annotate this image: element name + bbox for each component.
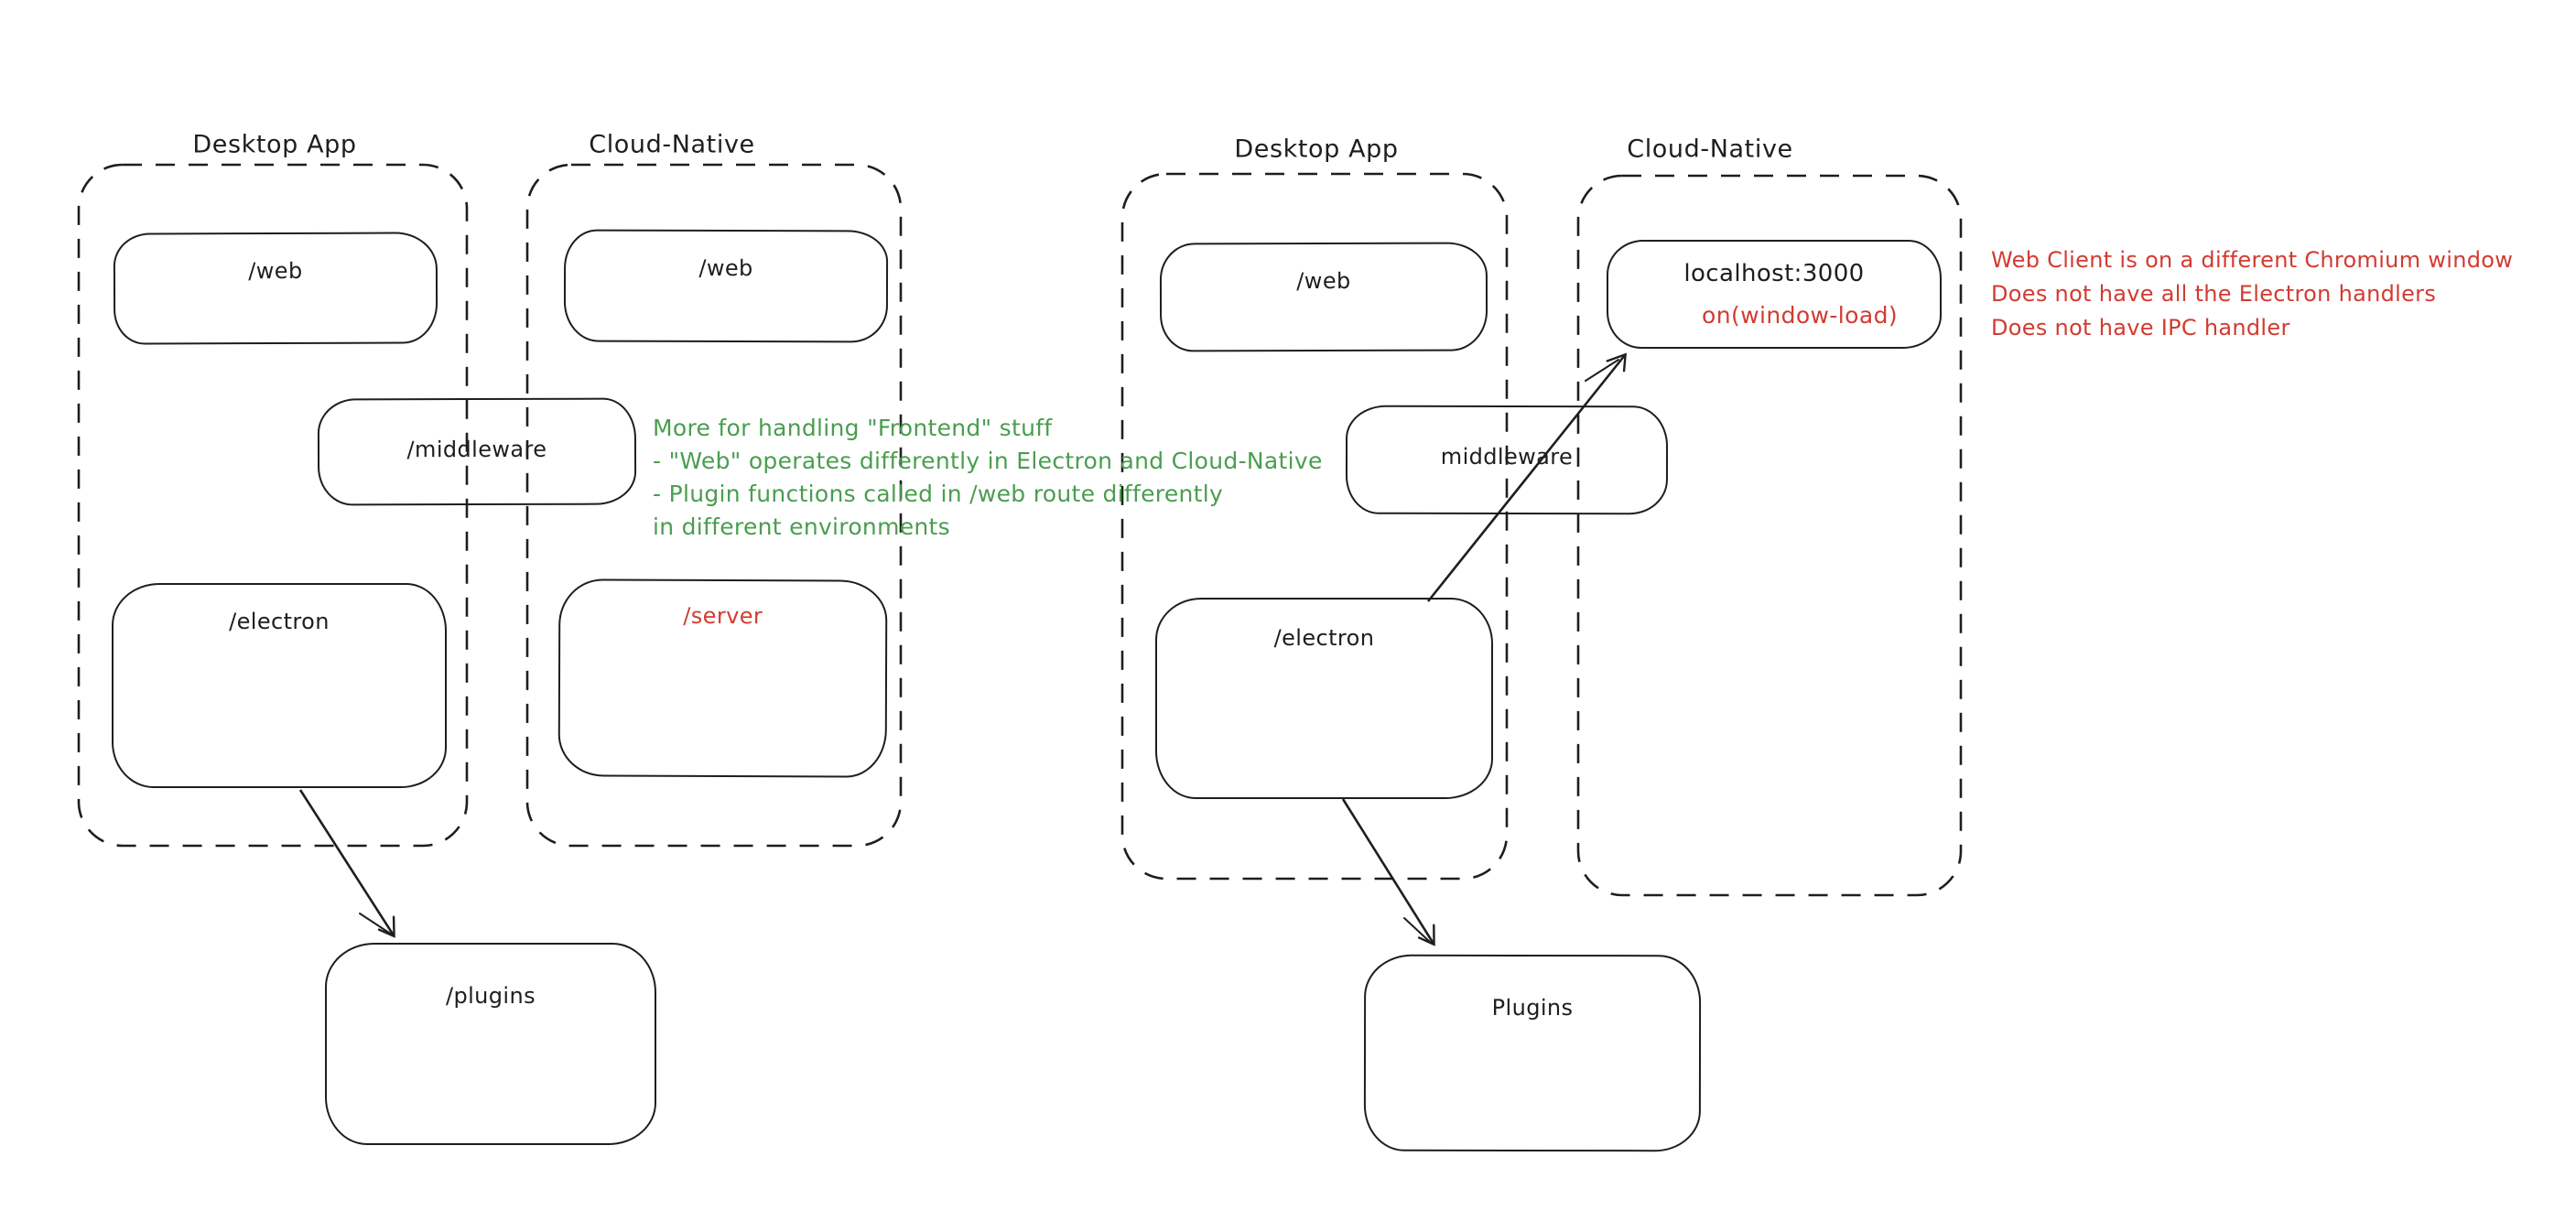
left-server-label: /server — [683, 602, 763, 630]
left-plugins-box: /plugins — [325, 943, 656, 1145]
right-desktop-web-label: /web — [1296, 267, 1351, 295]
right-electron-label: /electron — [1273, 625, 1375, 651]
left-cloud-native-container — [525, 163, 903, 848]
left-cloud-native-title: Cloud-Native — [589, 130, 755, 159]
green-note-line-3: - Plugin functions called in /web route … — [653, 481, 1224, 507]
red-note-line-3: Does not have IPC handler — [1991, 315, 2290, 340]
red-note-line-2: Does not have all the Electron handlers — [1991, 281, 2437, 307]
green-note-line-4: in different environments — [653, 513, 950, 540]
red-note: Web Client is on a different Chromium wi… — [1991, 243, 2513, 345]
right-window-load-label: on(window-load) — [1702, 302, 1898, 329]
green-note: More for handling "Frontend" stuff - "We… — [653, 412, 1323, 544]
left-electron-label: /electron — [229, 609, 330, 634]
left-desktop-app-title: Desktop App — [192, 130, 357, 159]
right-plugins-box: Plugins — [1363, 954, 1702, 1152]
green-note-line-1: More for handling "Frontend" stuff — [653, 415, 1053, 441]
right-electron-box: /electron — [1155, 598, 1493, 799]
left-cloud-web-box: /web — [563, 229, 889, 343]
left-middleware-box: /middleware — [317, 397, 637, 506]
right-desktop-web-box: /web — [1159, 242, 1488, 352]
left-electron-box: /electron — [112, 583, 447, 788]
right-desktop-app-title: Desktop App — [1234, 135, 1399, 164]
left-middleware-label: /middleware — [406, 436, 547, 463]
left-desktop-web-box: /web — [113, 232, 438, 345]
right-middleware-label: middleware — [1440, 443, 1574, 470]
left-server-box: /server — [557, 578, 888, 778]
right-localhost-label: localhost:3000 — [1683, 260, 1865, 287]
left-plugins-label: /plugins — [445, 983, 536, 1009]
left-desktop-web-label: /web — [248, 257, 303, 285]
green-note-line-2: - "Web" operates differently in Electron… — [653, 448, 1323, 474]
right-plugins-label: Plugins — [1491, 994, 1574, 1021]
right-localhost-box: localhost:3000 on(window-load) — [1607, 240, 1942, 349]
right-cloud-native-title: Cloud-Native — [1627, 135, 1793, 164]
left-desktop-app-container — [77, 163, 469, 848]
red-note-line-1: Web Client is on a different Chromium wi… — [1991, 247, 2514, 273]
right-middleware-box: middleware — [1345, 405, 1669, 515]
right-cloud-native-container — [1576, 174, 1963, 897]
left-cloud-web-label: /web — [698, 254, 753, 282]
